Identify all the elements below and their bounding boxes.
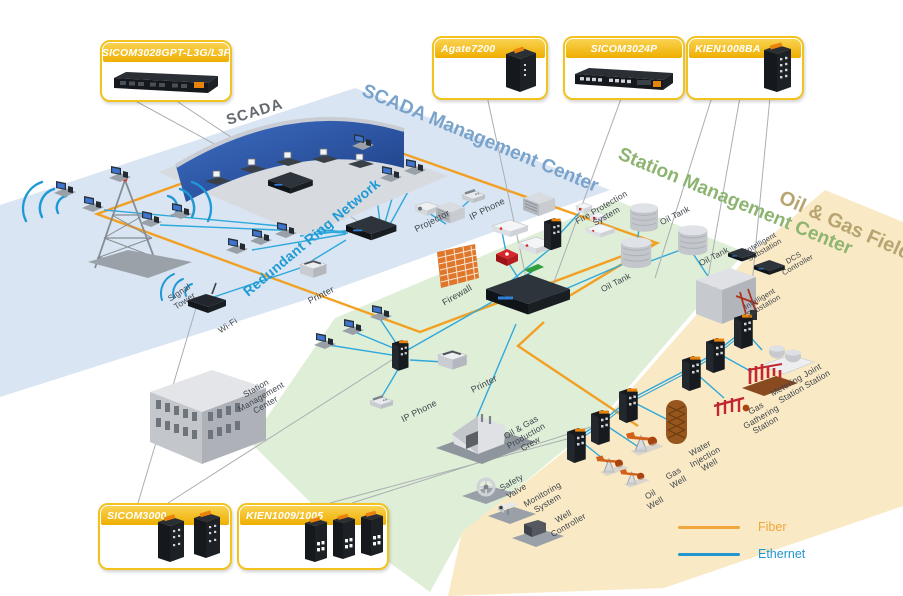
device-image-rack-switch-2 [575, 68, 673, 90]
product-callout-sicom3028: SICOM3028GPT-L3G/L3F [100, 40, 232, 102]
green-device-icon [524, 264, 544, 273]
product-callout-sicom3024p: SICOM3024P [563, 36, 685, 100]
control-room-desks [205, 148, 374, 185]
device-image-rack-switch [114, 72, 218, 93]
water-injection-icon [666, 400, 687, 444]
metering-station-icon [742, 363, 798, 396]
product-callout-kien1008ba: KIEN1008BA [686, 36, 804, 100]
fiber-line-swatch [678, 525, 740, 529]
firewall-icon [437, 244, 479, 288]
product-label-sicom3028: SICOM3028GPT-L3G/L3F [103, 43, 229, 62]
wifi-router-icon [159, 273, 226, 313]
zone-scada [0, 88, 610, 397]
safety-valve-icon [462, 477, 514, 504]
device-image-box [506, 46, 536, 92]
oil-tank-2-icon [620, 236, 652, 269]
legend-ethernet-label: Ethernet [758, 547, 806, 561]
device-image-din-pair [158, 510, 220, 562]
production-crew-tent-icon [436, 414, 536, 464]
ethernet-line-swatch [678, 552, 740, 556]
station-building-icon [150, 370, 266, 464]
product-callout-sicom3000: SICOM3000 [98, 503, 232, 570]
product-callout-agate7200: Agate7200 [432, 36, 548, 100]
zone-field [448, 190, 903, 596]
fiber-trunk-field [516, 321, 639, 427]
device-image-din-switch [764, 42, 791, 92]
legend-row-fiber: Fiber [678, 518, 848, 536]
gas-gathering-icon [713, 396, 750, 416]
product-label-sicom3024p: SICOM3024P [566, 39, 682, 58]
legend-fiber-label: Fiber [758, 520, 787, 534]
radio-waves-icon [21, 180, 213, 223]
scada-control-room [158, 116, 448, 236]
oil-tank-3-icon [677, 224, 708, 256]
station-switch-1-icon [544, 218, 562, 251]
oil-tank-1-icon [629, 202, 659, 233]
zone-station [250, 200, 745, 592]
station-switch-2-icon [392, 340, 409, 371]
server-room-devices [435, 191, 616, 273]
legend-row-ethernet: Ethernet [678, 545, 848, 563]
intelligent-substation-2-icon [696, 268, 759, 324]
red-device-icon [496, 249, 518, 266]
zones [0, 88, 903, 596]
legend: Fiber Ethernet [678, 518, 848, 572]
well-controller-icon [512, 520, 564, 547]
device-image-din-trio [305, 510, 383, 562]
signal-tower-icon [21, 176, 213, 278]
monitoring-camera-icon [488, 502, 536, 524]
product-callout-kien1009: KIEN1009/1005 [237, 503, 389, 570]
